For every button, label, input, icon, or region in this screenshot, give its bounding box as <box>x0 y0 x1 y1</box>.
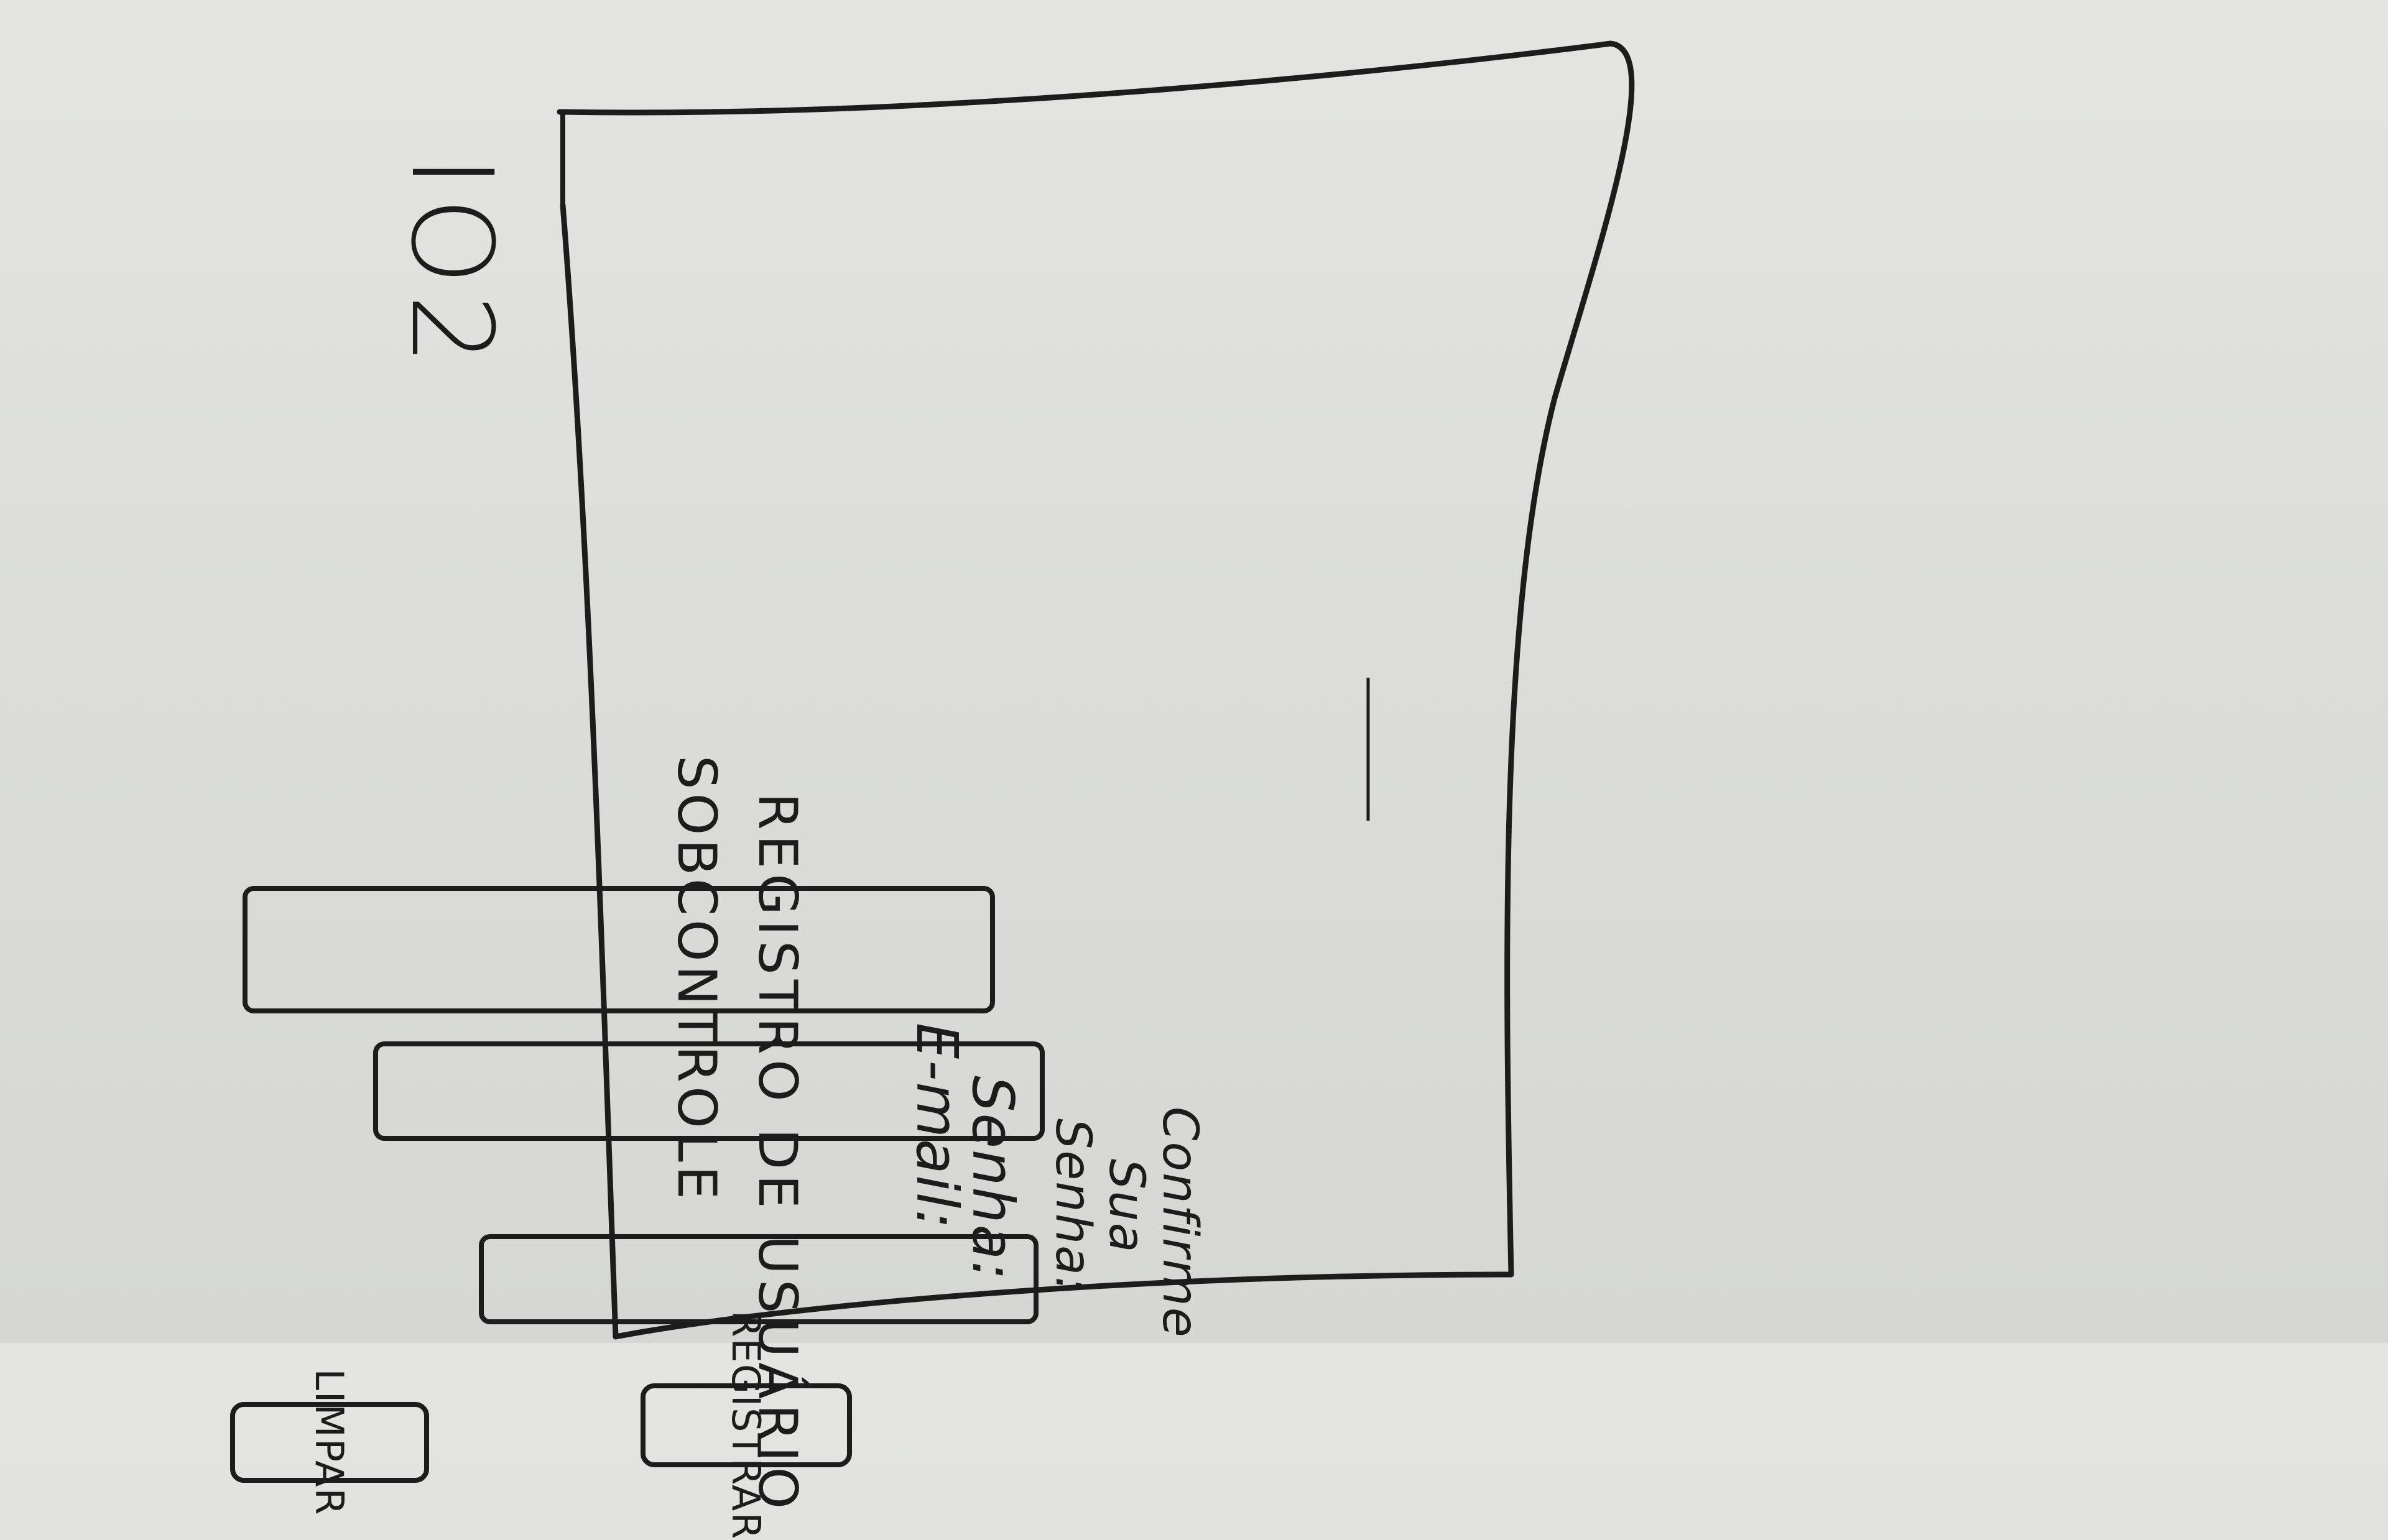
registrar-button[interactable]: REGISTRAR <box>641 1311 852 1540</box>
limpar-button[interactable]: LIMPAR <box>230 1368 429 1516</box>
email-input[interactable] <box>243 886 995 1013</box>
paper-sketch <box>557 40 1635 1340</box>
paper-outline <box>557 40 1635 1340</box>
senha-input[interactable] <box>373 1041 1045 1141</box>
